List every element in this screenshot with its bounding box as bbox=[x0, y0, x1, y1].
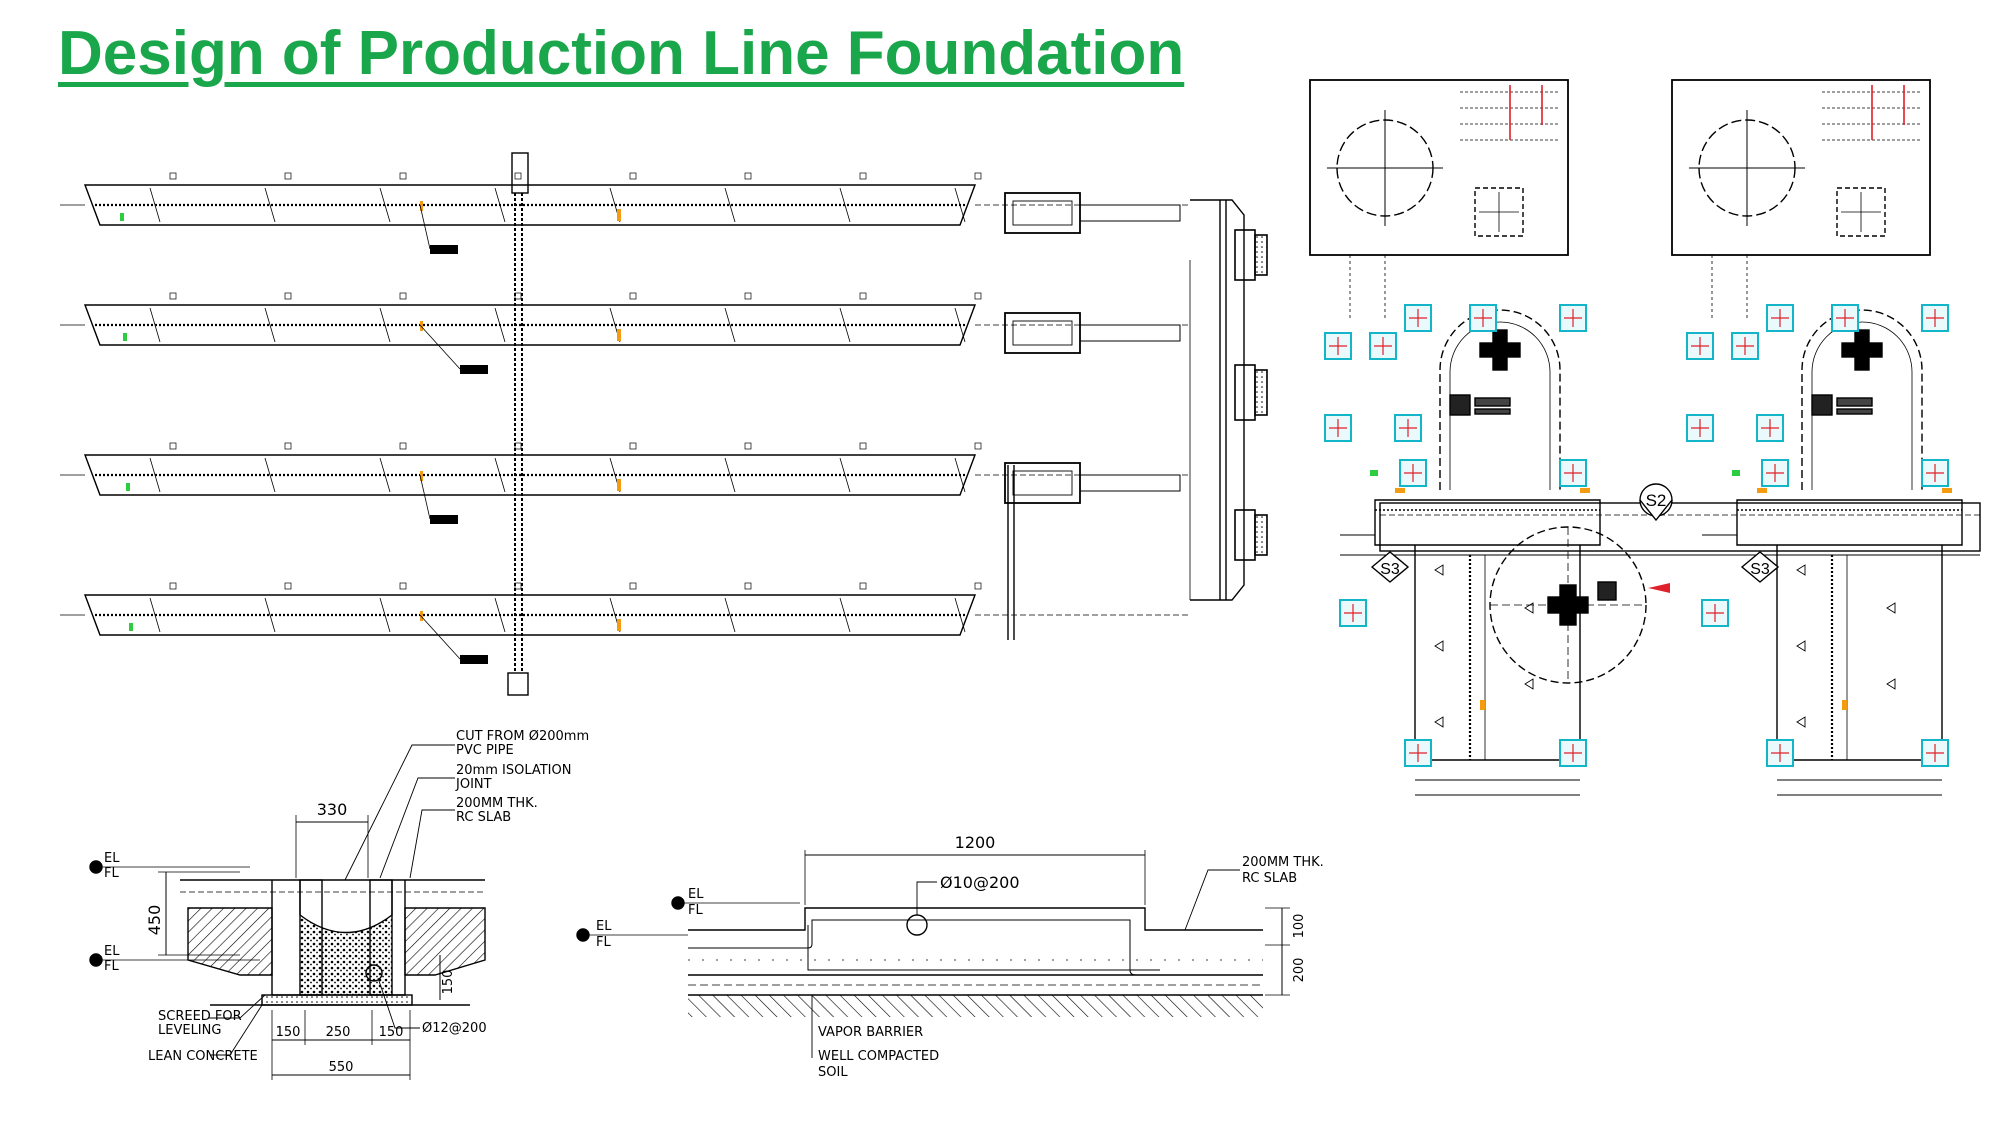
s3-label-right: S3 bbox=[1750, 561, 1770, 578]
note-screed-1: SCREED FOR bbox=[158, 1009, 242, 1024]
note-screed-2: LEVELING bbox=[158, 1023, 221, 1038]
s3-label-left: S3 bbox=[1380, 561, 1400, 578]
note-soil-2: SOIL bbox=[818, 1065, 848, 1080]
section-marker-s2: S2 bbox=[1639, 483, 1673, 522]
note-rebar-10: Ø10@200 bbox=[940, 873, 1020, 892]
note-isolation: 20mm ISOLATION bbox=[456, 763, 571, 778]
dim-200: 200 bbox=[1292, 958, 1307, 983]
connecting-beam bbox=[1340, 502, 1981, 556]
note-cut-from: CUT FROM Ø200mm bbox=[456, 729, 589, 744]
note-lean-concrete: LEAN CONCRETE bbox=[148, 1049, 258, 1064]
collector-block bbox=[1234, 509, 1268, 561]
page-title: Design of Production Line Foundation bbox=[58, 19, 1185, 88]
note-joint: JOINT bbox=[455, 777, 492, 792]
dim-100: 100 bbox=[1292, 914, 1307, 939]
riser-top bbox=[511, 152, 529, 194]
collector-block bbox=[1234, 364, 1268, 421]
note-slab-thk: 200MM THK. bbox=[456, 796, 538, 811]
dim-550: 550 bbox=[329, 1060, 354, 1075]
trench-plan-drawing bbox=[507, 152, 1245, 696]
fl-mark-1: FL bbox=[104, 866, 119, 881]
machine-plan-left bbox=[1309, 79, 1601, 796]
trench-row bbox=[60, 292, 1190, 374]
el-mark-3: EL bbox=[688, 887, 704, 902]
trench-row bbox=[60, 582, 1190, 664]
machine-foundation-plans bbox=[1309, 79, 1963, 796]
trench-row bbox=[60, 172, 1190, 254]
note-soil-1: WELL COMPACTED bbox=[818, 1049, 939, 1064]
el-mark-2: EL bbox=[104, 944, 120, 959]
note-pvc-pipe: PVC PIPE bbox=[456, 743, 514, 758]
s2-label: S2 bbox=[1646, 491, 1667, 510]
collector-block bbox=[1234, 229, 1268, 281]
el-mark-1: EL bbox=[104, 851, 120, 866]
fl-mark-3: FL bbox=[688, 903, 703, 918]
fl-mark-4: FL bbox=[596, 935, 611, 950]
dim-150-a: 150 bbox=[276, 1025, 301, 1040]
riser-bottom bbox=[507, 672, 529, 696]
machine-plan-right bbox=[1671, 79, 1963, 796]
note-rebar-12: Ø12@200 bbox=[422, 1021, 487, 1036]
dim-side-150: 150 bbox=[441, 970, 456, 995]
dim-150-b: 150 bbox=[379, 1025, 404, 1040]
section-marker-s3-left: S3 bbox=[1370, 551, 1410, 583]
note-slab-2: RC SLAB bbox=[1242, 871, 1297, 886]
el-mark-4: EL bbox=[596, 919, 612, 934]
note-slab-1: 200MM THK. bbox=[1242, 855, 1324, 870]
dim-330: 330 bbox=[317, 800, 348, 819]
dim-450: 450 bbox=[145, 905, 164, 936]
center-round-pit bbox=[1489, 526, 1670, 684]
dim-1200: 1200 bbox=[955, 833, 996, 852]
note-vapor-barrier: VAPOR BARRIER bbox=[818, 1025, 923, 1040]
dim-250: 250 bbox=[326, 1025, 351, 1040]
slab-section-detail bbox=[576, 850, 1290, 1058]
note-rc-slab: RC SLAB bbox=[456, 810, 511, 825]
trench-rows bbox=[60, 172, 1268, 664]
trench-row bbox=[60, 442, 1190, 524]
trench-section-detail bbox=[89, 744, 486, 1080]
fl-mark-2: FL bbox=[104, 959, 119, 974]
section-marker-s3-right: S3 bbox=[1740, 551, 1780, 583]
